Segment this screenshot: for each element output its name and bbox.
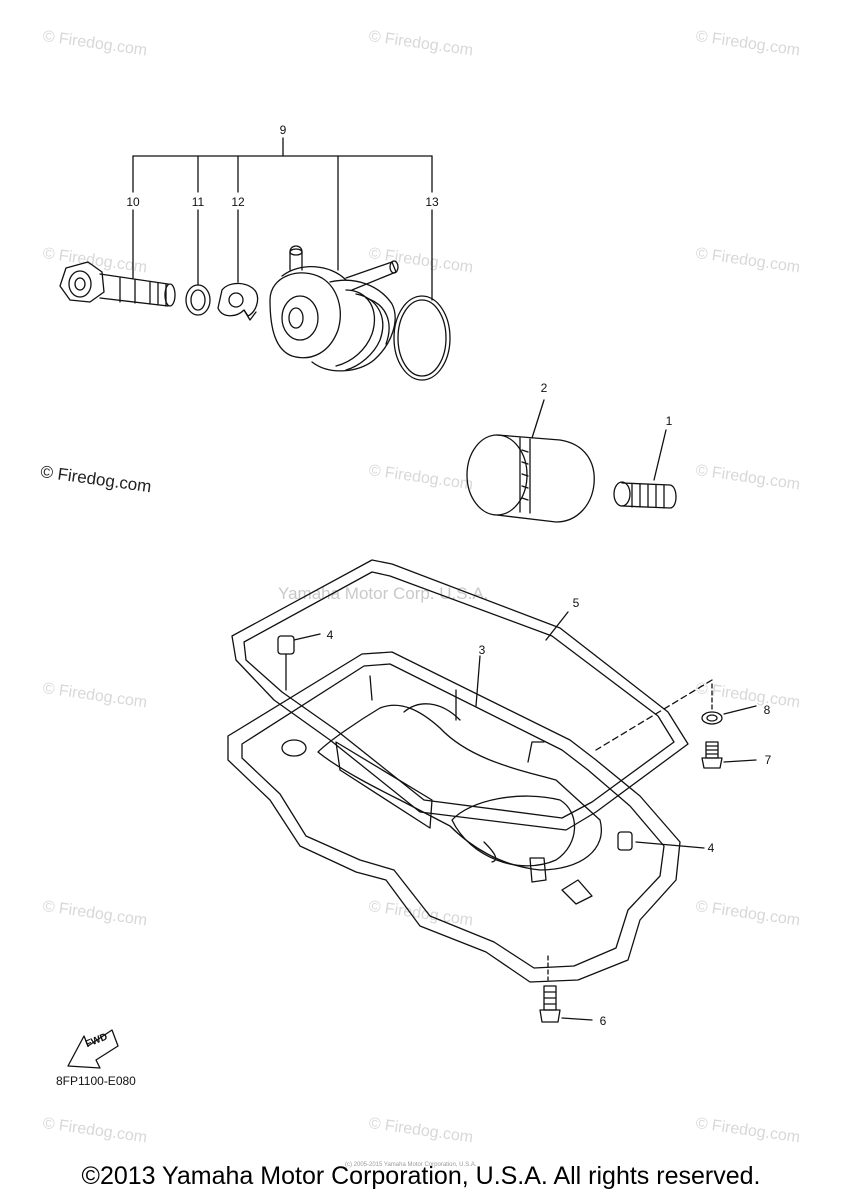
brand-watermark: Yamaha Motor Corp. U.S.A. xyxy=(278,584,489,603)
gasket-part xyxy=(231,559,689,831)
drain-washer-part xyxy=(595,679,757,751)
callout-label: 13 xyxy=(425,195,439,209)
callout-label: 4 xyxy=(707,841,715,855)
callout-label: 12 xyxy=(231,195,245,209)
callout-label: 4 xyxy=(326,628,334,642)
pan-bolt-part xyxy=(539,955,593,1023)
o-ring-part xyxy=(393,295,451,381)
callout-label: 11 xyxy=(191,195,205,209)
callout-label: 5 xyxy=(572,596,580,610)
drain-bolt-part xyxy=(701,741,757,769)
dowel-pin-part xyxy=(277,633,705,851)
oil-pan-part xyxy=(227,651,681,983)
callout-label: 1 xyxy=(665,414,673,428)
bracket-9 xyxy=(132,137,433,301)
stud-part xyxy=(613,429,677,509)
callout-label: 8 xyxy=(763,703,771,717)
washer-part xyxy=(185,284,211,316)
union-bolt-part xyxy=(59,261,176,307)
oil-filter-part xyxy=(466,399,595,523)
callout-label: 6 xyxy=(599,1014,607,1028)
lock-plate-part xyxy=(217,282,259,321)
callout-label: 3 xyxy=(478,643,486,657)
callout-label: 9 xyxy=(279,123,287,137)
fwd-arrow-icon xyxy=(67,1029,119,1069)
callout-label: 7 xyxy=(764,753,772,767)
part-code: 8FP1100-E080 xyxy=(56,1074,136,1088)
tiny-copyright: (c) 2005-2015 Yamaha Motor Corporation, … xyxy=(345,1162,477,1168)
callout-label: 10 xyxy=(126,195,140,209)
copyright-notice: ©2013 Yamaha Motor Corporation, U.S.A. A… xyxy=(81,1162,761,1190)
oil-cooler-part xyxy=(269,245,399,372)
callout-label: 2 xyxy=(540,381,548,395)
